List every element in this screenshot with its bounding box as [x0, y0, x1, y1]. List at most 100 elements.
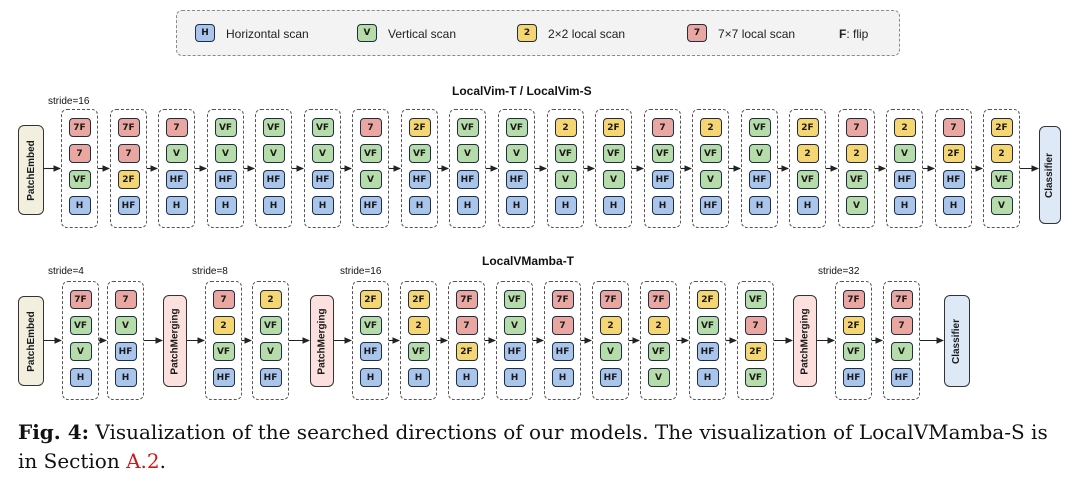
- legend-local7-label: 7×7 local scan: [718, 27, 796, 41]
- scan-cell: VF: [744, 368, 767, 387]
- scan-cell: 7: [117, 144, 140, 163]
- scan-cell: H: [696, 368, 719, 387]
- patch-embed-block-label: PatchEmbed: [25, 310, 37, 372]
- classifier-block: Classifier: [944, 295, 970, 387]
- legend-vertical-swatch: V: [357, 24, 377, 42]
- scan-cell: 7: [890, 316, 913, 335]
- scan-cell: 7F: [455, 290, 478, 309]
- scan-cell: 2: [845, 144, 868, 163]
- scan-cell: 7F: [842, 290, 865, 309]
- scan-cell: 7: [651, 118, 674, 137]
- scan-cell: 7F: [890, 290, 913, 309]
- flow-arrows: [44, 165, 1040, 344]
- scan-cell: V: [845, 196, 868, 215]
- stride-label: stride=4: [48, 266, 84, 277]
- scan-cell: H: [505, 196, 528, 215]
- scan-cell: 2F: [408, 118, 431, 137]
- scan-cell: 2: [407, 316, 430, 335]
- scan-cell: 7: [455, 316, 478, 335]
- scan-cell: VF: [647, 342, 670, 361]
- scan-cell: H: [165, 196, 188, 215]
- legend-local2: 2 2×2 local scan: [517, 23, 625, 45]
- scan-cell: HF: [842, 368, 865, 387]
- scan-cell: H: [214, 196, 237, 215]
- scan-cell: VF: [359, 316, 382, 335]
- stride-label: stride=8: [192, 266, 228, 277]
- legend-flip-key: F: [839, 27, 847, 41]
- scan-cell: 7: [212, 290, 235, 309]
- scan-cell: VF: [845, 170, 868, 189]
- figure-caption: Fig. 4: Visualization of the searched di…: [18, 418, 1068, 476]
- scan-cell: 2F: [696, 290, 719, 309]
- scan-cell: V: [262, 144, 285, 163]
- scan-cell: H: [311, 196, 334, 215]
- scan-cell: 7: [68, 144, 91, 163]
- scan-cell: HF: [262, 170, 285, 189]
- scan-cell: 2F: [602, 118, 625, 137]
- scan-cell: 2F: [842, 316, 865, 335]
- scan-cell: HF: [214, 170, 237, 189]
- scan-cell: HF: [651, 170, 674, 189]
- scan-cell: VF: [262, 118, 285, 137]
- scan-cell: 2: [647, 316, 670, 335]
- patch-merging-block-label: PatchMerging: [316, 307, 328, 375]
- scan-cell: VF: [796, 170, 819, 189]
- scan-cell: V: [893, 144, 916, 163]
- scan-cell: HF: [893, 170, 916, 189]
- scan-cell: VF: [699, 144, 722, 163]
- scan-cell: V: [599, 342, 622, 361]
- scan-cell: H: [651, 196, 674, 215]
- patch-merging-block: PatchMerging: [793, 295, 817, 387]
- scan-cell: 2F: [796, 118, 819, 137]
- scan-cell: V: [602, 170, 625, 189]
- legend-vertical: V Vertical scan: [357, 23, 456, 45]
- scan-cell: VF: [212, 342, 235, 361]
- scan-cell: V: [990, 196, 1013, 215]
- scan-cell: H: [455, 368, 478, 387]
- scan-cell: H: [893, 196, 916, 215]
- row2-title: LocalVMamba-T: [482, 254, 575, 268]
- scan-cell: 2: [212, 316, 235, 335]
- scan-cell: VF: [69, 316, 92, 335]
- scan-cell: 7: [114, 290, 137, 309]
- scan-cell: VF: [68, 170, 91, 189]
- scan-cell: VF: [505, 118, 528, 137]
- scan-cell: VF: [311, 118, 334, 137]
- scan-cell: VF: [744, 290, 767, 309]
- scan-cell: 7: [845, 118, 868, 137]
- scan-cell: V: [114, 316, 137, 335]
- scan-cell: H: [503, 368, 526, 387]
- caption-fig-label: Fig. 4:: [18, 420, 90, 444]
- scan-cell: V: [554, 170, 577, 189]
- scan-cell: 2: [796, 144, 819, 163]
- classifier-block-label: Classifier: [1044, 152, 1056, 198]
- scan-cell: 7F: [647, 290, 670, 309]
- scan-cell: VF: [214, 118, 237, 137]
- scan-cell: V: [890, 342, 913, 361]
- scan-cell: VF: [651, 144, 674, 163]
- caption-section-link[interactable]: A.2: [126, 449, 160, 473]
- scan-cell: HF: [117, 196, 140, 215]
- scan-cell: 2F: [990, 118, 1013, 137]
- scan-cell: 2: [554, 118, 577, 137]
- scan-cell: V: [165, 144, 188, 163]
- scan-cell: 7: [744, 316, 767, 335]
- scan-cell: 7: [359, 118, 382, 137]
- scan-cell: H: [69, 368, 92, 387]
- scan-cell: 2F: [942, 144, 965, 163]
- scan-cell: 2: [990, 144, 1013, 163]
- row1-title: LocalVim-T / LocalVim-S: [452, 84, 592, 98]
- scan-cell: HF: [505, 170, 528, 189]
- scan-cell: HF: [942, 170, 965, 189]
- scan-cell: VF: [748, 118, 771, 137]
- caption-text: Visualization of the searched directions…: [18, 420, 1048, 473]
- classifier-block-label: Classifier: [951, 318, 963, 364]
- scan-cell: HF: [212, 368, 235, 387]
- scan-cell: H: [602, 196, 625, 215]
- scan-cell: H: [456, 196, 479, 215]
- scan-cell: HF: [114, 342, 137, 361]
- scan-cell: VF: [696, 316, 719, 335]
- scan-cell: V: [505, 144, 528, 163]
- scan-cell: VF: [842, 342, 865, 361]
- legend-horizontal-label: Horizontal scan: [226, 27, 309, 41]
